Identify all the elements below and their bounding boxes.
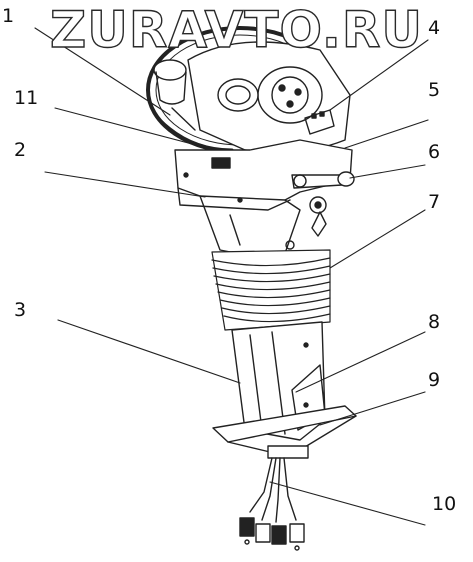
callout-8: 8 <box>428 311 441 333</box>
callout-2: 2 <box>14 139 27 161</box>
wiring-harness <box>239 457 305 551</box>
callout-9: 9 <box>428 369 441 391</box>
callout-4: 4 <box>428 17 441 39</box>
column-bellows-boot <box>211 249 331 331</box>
callout-1: 1 <box>2 5 15 27</box>
column-base-plate <box>212 405 357 459</box>
callout-3: 3 <box>14 299 27 321</box>
callout-11: 11 <box>14 87 39 109</box>
callout-10: 10 <box>432 493 457 515</box>
callout-6: 6 <box>428 141 441 163</box>
leader-lines <box>34 27 429 526</box>
callout-7: 7 <box>428 191 441 213</box>
steering-knob <box>153 59 196 131</box>
column-switch-lever <box>291 171 355 237</box>
watermark-text: ZURAVTO.RU <box>49 0 423 59</box>
callout-5: 5 <box>428 79 441 101</box>
